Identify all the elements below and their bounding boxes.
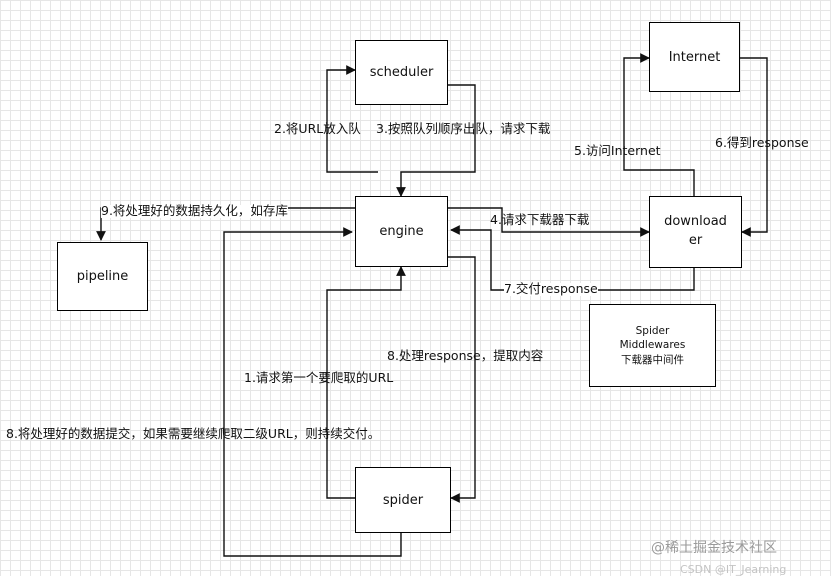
label-dequeue-request: 3.按照队列顺序出队，请求下载 — [376, 121, 551, 136]
label-deliver-response: 7.交付response — [504, 281, 598, 296]
downloader-label-line2: er — [688, 233, 703, 248]
middlewares-label-line1: Spider — [635, 325, 670, 338]
downloader-label-line1: download — [664, 214, 727, 230]
arrow-put-url-in-queue — [326, 65, 378, 173]
pipeline-label: pipeline — [76, 269, 129, 284]
spider-box: spider — [355, 467, 451, 533]
engine-label: engine — [379, 224, 424, 239]
middlewares-label-line2: Middlewares — [619, 339, 686, 352]
watermark-faint: CSDN @IT_Jearning — [680, 563, 787, 576]
arrow-submit-data — [223, 227, 402, 557]
label-put-url-in-queue: 2.将URL放入队 — [274, 121, 361, 136]
arrow-first-request — [326, 266, 406, 499]
arrow-visit-internet — [623, 53, 695, 196]
label-request-downloader: 4.请求下载器下载 — [490, 212, 590, 227]
internet-box: Internet — [649, 22, 740, 92]
downloader-box: download er — [649, 196, 742, 268]
label-first-request: 1.请求第一个要爬取的URL — [244, 370, 394, 385]
engine-box: engine — [355, 196, 448, 267]
spider-middlewares-box: Spider Middlewares 下载器中间件 — [589, 304, 716, 387]
middlewares-label-line3: 下载器中间件 — [621, 353, 684, 366]
spider-label: spider — [382, 492, 424, 508]
arrow-dequeue-request — [396, 84, 476, 197]
label-submit-data: 8.将处理好的数据提交，如果需要继续爬取二级URL，则持续交付。 — [6, 426, 381, 441]
arrow-deliver-response — [450, 225, 695, 291]
scheduler-label: scheduler — [369, 65, 434, 80]
arrow-request-downloader — [448, 207, 650, 237]
label-process-response: 8.处理response，提取内容 — [387, 348, 544, 363]
watermark: @稀土掘金技术社区 — [651, 540, 777, 556]
internet-label: Internet — [668, 49, 721, 65]
arrow-process-response — [448, 256, 476, 503]
label-get-response: 6.得到response — [715, 135, 809, 150]
label-persist-data: 9.将处理好的数据持久化，如存库 — [101, 203, 288, 218]
scheduler-box: scheduler — [355, 40, 448, 105]
pipeline-box: pipeline — [57, 242, 148, 311]
label-visit-internet: 5.访问Internet — [574, 143, 661, 158]
arrow-get-response — [740, 57, 768, 237]
